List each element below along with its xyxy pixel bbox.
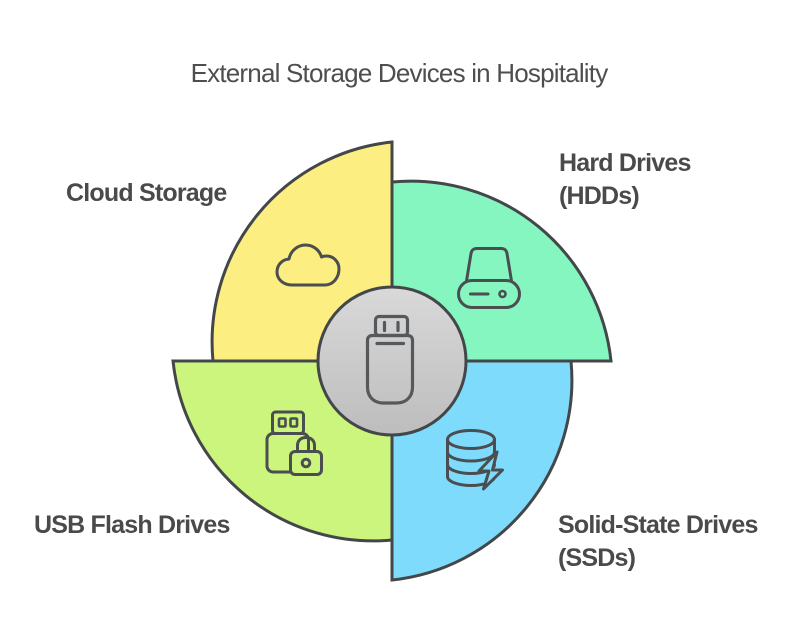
- page-title: External Storage Devices in Hospitality: [190, 58, 609, 88]
- label-ssd-line2: (SSDs): [558, 544, 636, 572]
- center-badge: [316, 285, 468, 437]
- label-ssd: Solid-State Drives (SSDs): [558, 509, 758, 575]
- label-hard-drives: Hard Drives (HDDs): [559, 147, 691, 213]
- usb-flash-drive-icon: [365, 314, 415, 405]
- ssd-icon: [446, 429, 504, 491]
- label-hard-drives-line2: (HDDs): [559, 182, 640, 210]
- label-usb-flash-drives: USB Flash Drives: [34, 511, 230, 539]
- cloud-icon: [275, 243, 341, 287]
- center-circle: [316, 285, 468, 437]
- hard-drive-icon: [457, 247, 521, 309]
- label-ssd-line1: Solid-State Drives: [558, 511, 758, 539]
- label-cloud-storage: Cloud Storage: [66, 179, 227, 207]
- usb-security-icon: [265, 410, 323, 476]
- label-hard-drives-line1: Hard Drives: [559, 149, 691, 177]
